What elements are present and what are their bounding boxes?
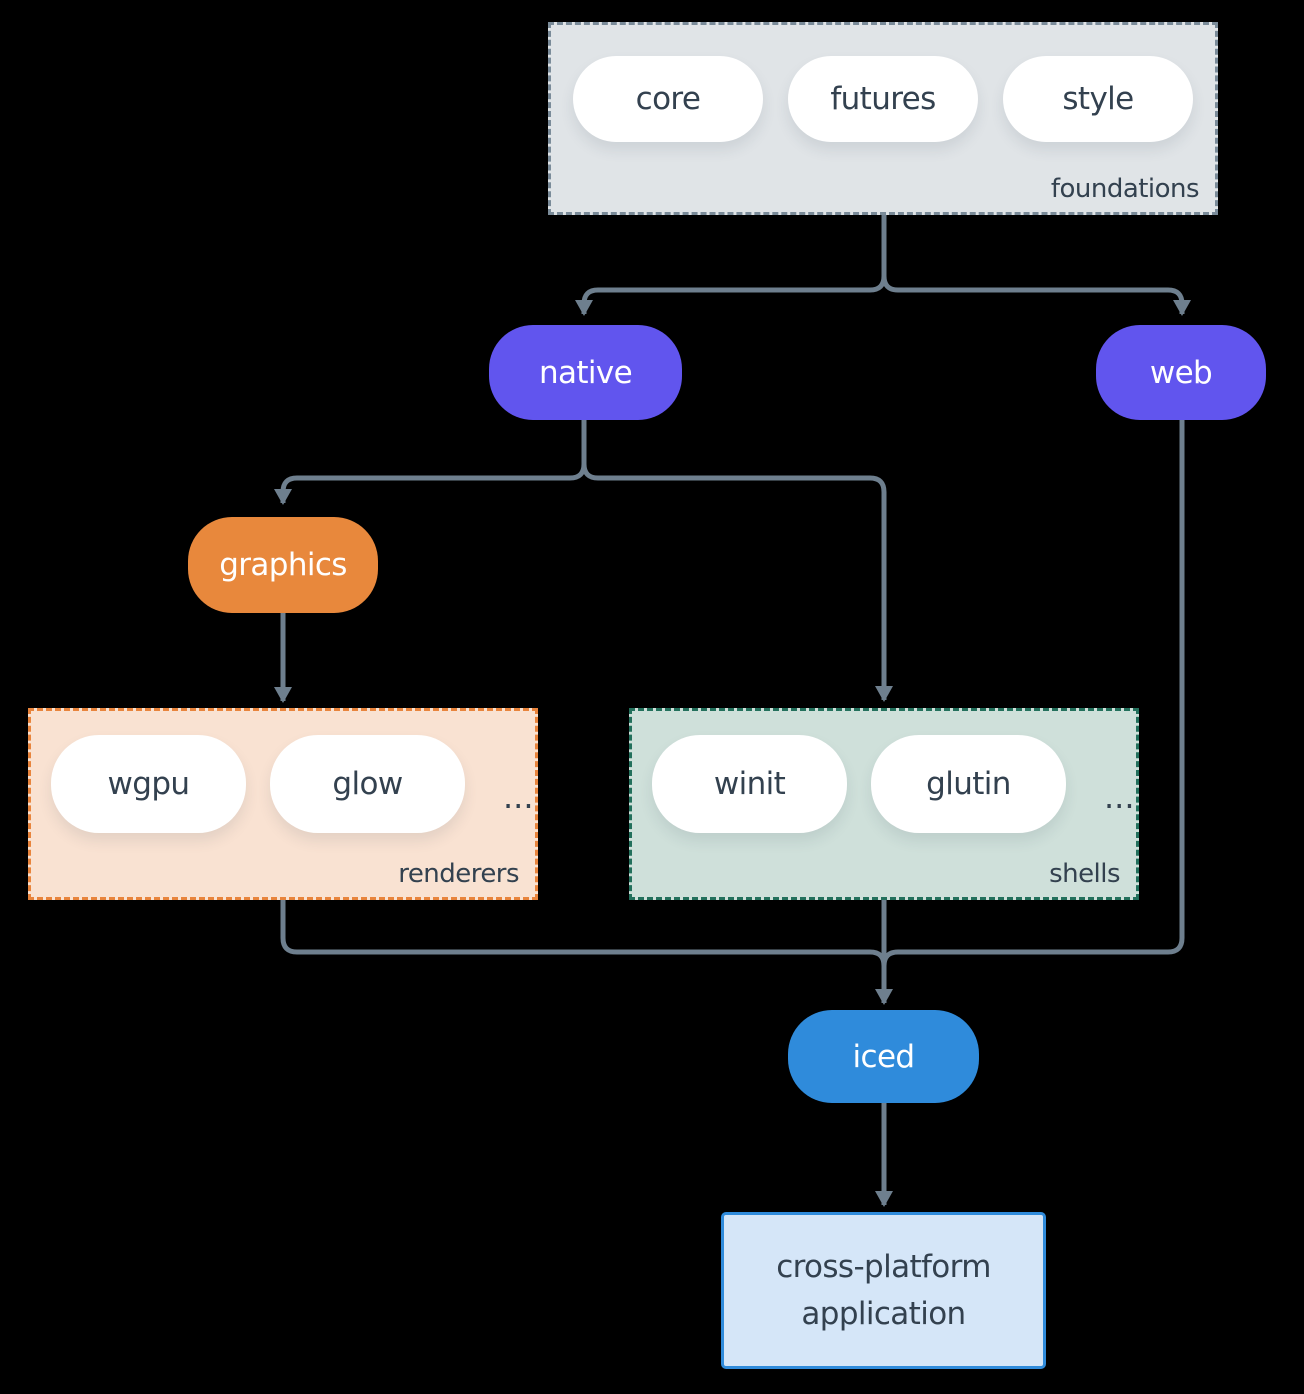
node-native: native (489, 325, 682, 420)
foundations-pill-row: core futures style (573, 56, 1193, 142)
shells-ellipsis: ... (1104, 778, 1135, 816)
pill-futures: futures (788, 56, 978, 142)
shells-group-label: shells (1049, 859, 1120, 889)
arrow-foundations-to-web (881, 275, 1191, 316)
line-renderers-to-merge (280, 900, 887, 967)
renderers-pill-row: wgpu glow ... (51, 735, 534, 833)
foundations-group-label: foundations (1050, 174, 1200, 204)
pill-winit: winit (652, 735, 847, 833)
pill-glow: glow (270, 735, 465, 833)
foundations-group: core futures style foundations (548, 22, 1218, 215)
node-cross-platform-application: cross-platform application (721, 1212, 1046, 1369)
renderers-group-label: renderers (398, 859, 519, 889)
app-label-line1: cross-platform (776, 1249, 991, 1285)
shells-group: winit glutin ... shells (629, 708, 1139, 900)
arrow-native-to-shells (581, 463, 893, 702)
app-label-line2: application (801, 1295, 966, 1332)
arrow-native-to-graphics (274, 420, 587, 505)
pill-glutin: glutin (871, 735, 1066, 833)
arrow-foundations-to-native (575, 215, 887, 316)
renderers-ellipsis: ... (503, 778, 534, 816)
node-web: web (1096, 325, 1266, 420)
renderers-group: wgpu glow ... renderers (28, 708, 538, 900)
shells-pill-row: winit glutin ... (652, 735, 1135, 833)
pill-style: style (1003, 56, 1193, 142)
node-iced: iced (788, 1010, 979, 1103)
node-graphics: graphics (188, 517, 378, 613)
pill-core: core (573, 56, 763, 142)
pill-wgpu: wgpu (51, 735, 246, 833)
